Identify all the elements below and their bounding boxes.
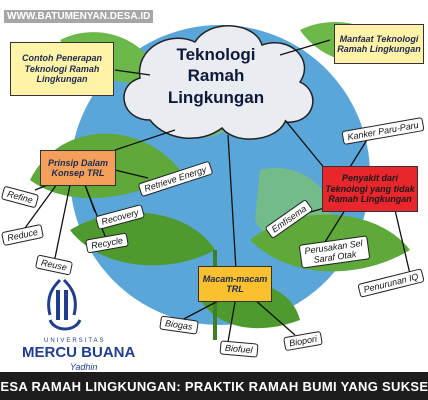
central-topic: Teknologi Ramah Lingkungan bbox=[150, 44, 282, 108]
university-name: MERCU BUANA bbox=[22, 344, 136, 361]
box-line: Ramah Lingkungan bbox=[328, 194, 412, 205]
box-line: Macam-macam bbox=[202, 273, 268, 284]
site-watermark: WWW.BATUMENYAN.DESA.ID bbox=[4, 10, 154, 23]
box-line: Contoh Penerapan bbox=[21, 53, 102, 64]
box-line: Teknologi yang tidak bbox=[325, 183, 415, 194]
central-topic-line: Ramah bbox=[187, 66, 245, 86]
box-manfaat: Manfaat Teknologi Ramah Lingkungan bbox=[334, 24, 424, 64]
box-penyakit: Penyakit dari Teknologi yang tidak Ramah… bbox=[322, 166, 418, 212]
box-line: Manfaat Teknologi bbox=[339, 33, 419, 44]
box-line: Penyakit dari bbox=[341, 173, 399, 184]
central-topic-line: Lingkungan bbox=[167, 87, 265, 107]
box-line: Lingkungan bbox=[36, 74, 88, 85]
box-line: Prinsip Dalam bbox=[47, 157, 109, 168]
university-label: UNIVERSITAS bbox=[44, 338, 106, 344]
central-topic-line: Teknologi bbox=[176, 45, 256, 64]
university-logo-mark bbox=[47, 278, 82, 331]
box-prinsip: Prinsip Dalam Konsep TRL bbox=[40, 150, 116, 186]
box-macam: Macam-macam TRL bbox=[198, 266, 272, 302]
signature: Yadhin bbox=[70, 362, 98, 372]
caption-bar: DESA RAMAH LINGKUNGAN: PRAKTIK RAMAH BUM… bbox=[0, 372, 428, 400]
box-contoh-penerapan: Contoh Penerapan Teknologi Ramah Lingkun… bbox=[10, 42, 114, 96]
box-line: Ramah Lingkungan bbox=[337, 44, 421, 54]
box-line: TRL bbox=[226, 284, 244, 294]
central-cloud bbox=[123, 25, 314, 140]
box-line: Konsep TRL bbox=[51, 168, 105, 178]
box-line: Teknologi Ramah bbox=[24, 63, 100, 74]
